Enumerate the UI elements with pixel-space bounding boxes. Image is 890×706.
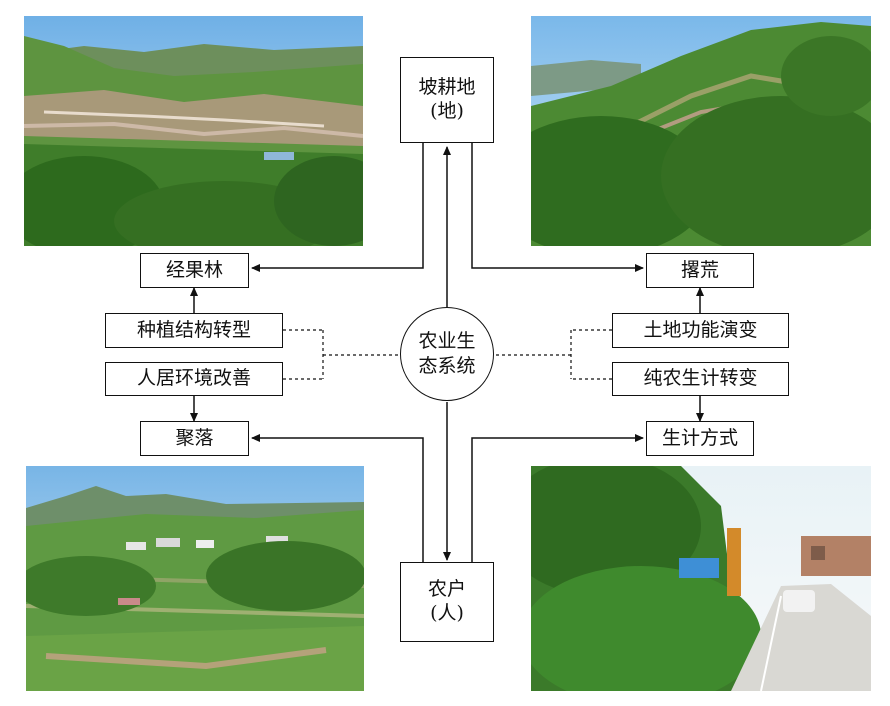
livelihood-label: 生计方式 <box>661 426 738 449</box>
node-living-improvement: 人居环境改善 <box>105 362 283 396</box>
household-line2: (人) <box>430 602 464 624</box>
abandonment-label: 撂荒 <box>680 258 719 281</box>
node-sloping-farmland: 坡耕地 (地) <box>400 57 494 143</box>
sloping-farmland-line1: 坡耕地 <box>418 76 476 99</box>
settlement-label: 聚落 <box>175 426 214 449</box>
arrow-household-to-settlement <box>251 434 424 562</box>
orchard-label: 经果林 <box>165 258 223 281</box>
node-orchard: 经果林 <box>140 253 249 288</box>
node-livelihood-transition: 纯农生计转变 <box>612 362 789 396</box>
photo-settlement <box>26 466 364 691</box>
photo-abandoned-slopes <box>531 16 871 246</box>
photo-village-road <box>531 466 871 691</box>
center-line1: 农业生 <box>418 330 476 353</box>
node-planting-transition: 种植结构转型 <box>105 313 283 348</box>
arrow-household-to-livelihood <box>471 434 644 562</box>
node-settlement: 聚落 <box>140 421 249 456</box>
living-improvement-label: 人居环境改善 <box>136 367 251 390</box>
node-land-function: 土地功能演变 <box>612 313 789 348</box>
planting-transition-label: 种植结构转型 <box>136 318 251 341</box>
center-agro-ecosystem: 农业生 态系统 <box>400 307 494 401</box>
photo-orchard-terraces <box>24 16 363 246</box>
arrow-slope-to-orchard <box>251 143 424 272</box>
household-line1: 农户 <box>427 578 466 601</box>
livelihood-transition-label: 纯农生计转变 <box>643 367 758 390</box>
node-household: 农户 (人) <box>400 562 494 642</box>
arrow-slope-to-abandonment <box>471 143 644 272</box>
land-function-label: 土地功能演变 <box>643 318 758 341</box>
node-abandonment: 撂荒 <box>646 253 754 288</box>
sloping-farmland-line2: (地) <box>430 100 464 122</box>
center-line2: 态系统 <box>418 355 476 377</box>
node-livelihood: 生计方式 <box>646 421 754 456</box>
